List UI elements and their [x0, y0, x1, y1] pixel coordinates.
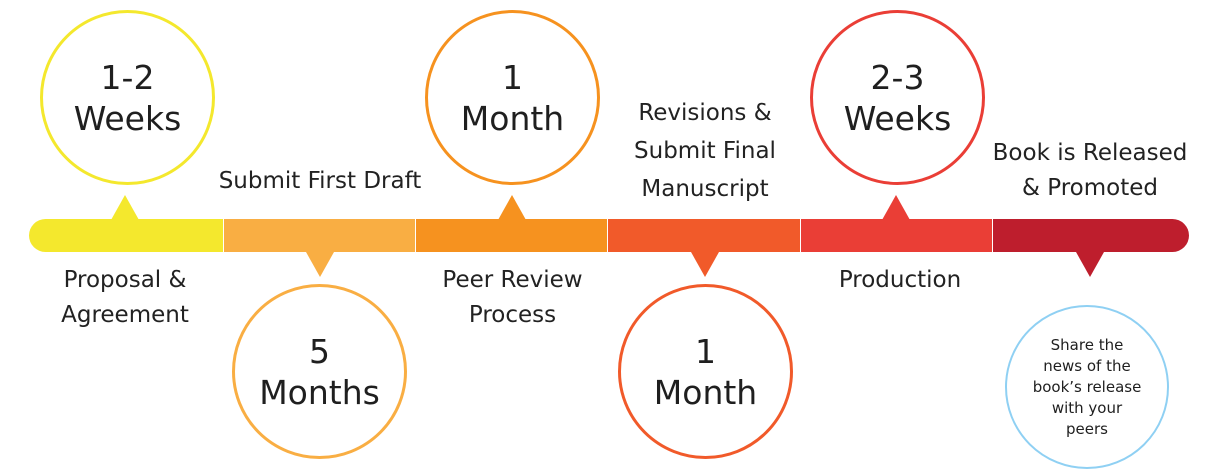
stage-2-duration-unit: Months: [259, 372, 380, 412]
pointer-up-1: [111, 195, 139, 220]
timeline-segment-4: [608, 219, 800, 252]
stage-5-duration-circle: 2-3 Weeks: [810, 10, 985, 185]
stage-5-label-line-1: Production: [838, 267, 962, 293]
pointer-up-5: [882, 195, 910, 220]
stage-6-note-line-2: news of the: [1043, 356, 1131, 375]
stage-1-label-line-1: Proposal &: [63, 267, 187, 293]
stage-2-duration-value: 5: [309, 331, 330, 371]
stage-4-label-line-1: Revisions &: [638, 100, 772, 126]
stage-6-label-line-2: & Promoted: [1022, 175, 1158, 201]
stage-6-note-line-3: book’s release: [1032, 377, 1142, 396]
pointer-down-2: [306, 252, 334, 277]
stage-6-note-circle: Share the news of the book’s release wit…: [1005, 305, 1169, 469]
stage-1-duration-unit: Weeks: [73, 98, 182, 138]
stage-1-duration-value: 1-2: [100, 57, 155, 97]
stage-6-note-line-5: peers: [1066, 419, 1108, 438]
timeline-segment-3: [416, 219, 607, 252]
stage-6-label-line-1: Book is Released: [992, 140, 1188, 166]
pointer-down-4: [691, 252, 719, 277]
stage-4-duration-unit: Month: [653, 372, 758, 412]
stage-5-duration-unit: Weeks: [843, 98, 952, 138]
stage-4-label: Revisions & Submit Final Manuscript: [600, 94, 810, 208]
stage-1-label-line-2: Agreement: [61, 302, 189, 328]
stage-6-note-line-4: with your: [1051, 398, 1123, 417]
stage-4-label-line-2: Submit Final: [634, 138, 776, 164]
stage-4-duration-value: 1: [695, 331, 716, 371]
pointer-down-6: [1076, 252, 1104, 277]
stage-6-label: Book is Released & Promoted: [975, 136, 1205, 206]
stage-2-label-line-1: Submit First Draft: [218, 168, 422, 194]
stage-3-label: Peer Review Process: [405, 263, 620, 333]
stage-1-duration-circle: 1-2 Weeks: [40, 10, 215, 185]
timeline-segment-6: [993, 219, 1189, 252]
stage-3-duration-value: 1: [502, 57, 523, 97]
stage-5-duration-value: 2-3: [870, 57, 925, 97]
stage-3-duration-unit: Month: [460, 98, 565, 138]
stage-3-label-line-1: Peer Review: [442, 267, 583, 293]
stage-2-label: Submit First Draft: [200, 164, 440, 199]
stage-5-label: Production: [790, 263, 1010, 298]
stage-1-label: Proposal & Agreement: [20, 263, 230, 333]
stage-6-note-line-1: Share the: [1050, 335, 1124, 354]
timeline-segment-1: [29, 219, 223, 252]
stage-4-label-line-3: Manuscript: [641, 176, 769, 202]
stage-4-duration-circle: 1 Month: [618, 284, 793, 459]
stage-6-note-text: Share the news of the book’s release wit…: [1033, 335, 1142, 440]
stage-2-duration-circle: 5 Months: [232, 284, 407, 459]
timeline-segment-5: [801, 219, 992, 252]
stage-3-label-line-2: Process: [468, 302, 557, 328]
pointer-up-3: [498, 195, 526, 220]
stage-3-duration-circle: 1 Month: [425, 10, 600, 185]
timeline-segment-2: [224, 219, 415, 252]
